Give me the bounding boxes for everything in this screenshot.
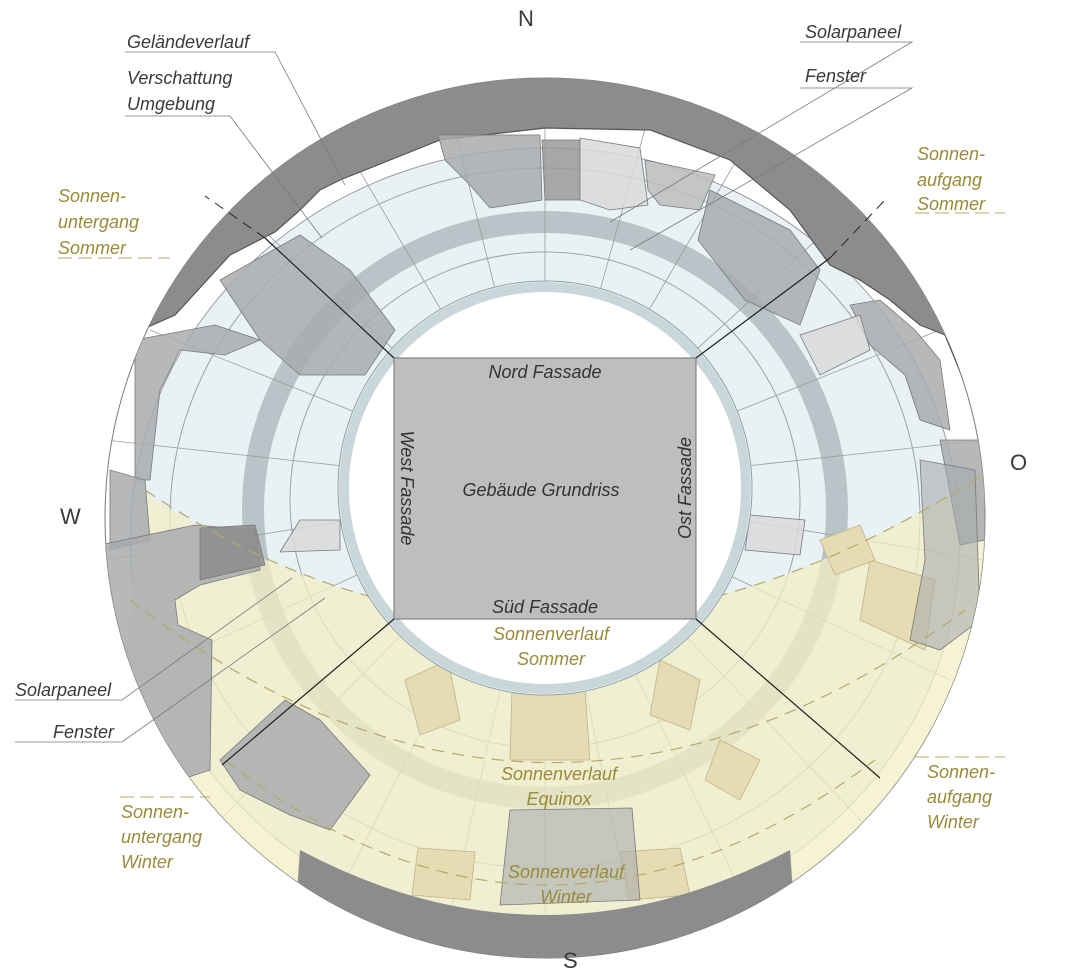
shading-label-line1: Verschattung [127, 68, 232, 88]
east-facade-label: Ost Fassade [675, 437, 695, 539]
solar-panel-label-left: Solarpaneel [15, 680, 112, 700]
compass-south: S [563, 948, 578, 973]
path-equinox-line2: Equinox [526, 789, 592, 809]
solar-panel-label-top: Solarpaneel [805, 22, 902, 42]
sunset-summer-line2: untergang [58, 212, 139, 232]
window-label-left: Fenster [53, 722, 115, 742]
sun-path-equinox [129, 599, 966, 764]
terrain-profile [105, 78, 985, 442]
sunset-winter-line3: Winter [121, 852, 174, 872]
sunrise-summer-line2: aufgang [917, 170, 982, 190]
sunset-summer-line1: Sonnen- [58, 186, 126, 206]
path-winter-line1: Sonnenverlauf [508, 862, 626, 882]
building-footprint [393, 357, 697, 620]
sunset-winter-line2: untergang [121, 827, 202, 847]
sunrise-winter-line1: Sonnen- [927, 762, 995, 782]
compass-east: O [1010, 450, 1027, 475]
sunrise-summer-line3: Sommer [917, 194, 986, 214]
orientation-lines [221, 237, 881, 779]
shading-label-line2: Umgebung [127, 94, 215, 114]
sunrise-summer-line1: Sonnen- [917, 144, 985, 164]
path-summer-line2: Sommer [517, 649, 586, 669]
compass-west: W [60, 504, 81, 529]
inner-ring-band [339, 282, 751, 694]
path-equinox-line1: Sonnenverlauf [501, 764, 619, 784]
sun-label-underlines [58, 212, 1005, 798]
sunrise-winter-line2: aufgang [927, 787, 992, 807]
south-facade-label: Süd Fassade [492, 597, 598, 617]
window-blocks [404, 524, 936, 901]
sunset-summer-line3: Sommer [58, 238, 127, 258]
compass-north: N [518, 6, 534, 31]
building-title: Gebäude Grundriss [462, 480, 619, 500]
sun-path-winter [224, 759, 876, 886]
sunset-winter-line1: Sonnen- [121, 802, 189, 822]
leader-lines [15, 41, 914, 743]
window-label-top: Fenster [805, 66, 867, 86]
path-winter-line2: Winter [540, 887, 593, 907]
path-summer-line1: Sonnenverlauf [493, 624, 611, 644]
sunrise-sunset-lines [204, 195, 886, 259]
west-facade-label: West Fassade [397, 431, 417, 546]
sunrise-winter-line3: Winter [927, 812, 980, 832]
north-facade-label: Nord Fassade [488, 362, 601, 382]
terrain-label: Geländeverlauf [127, 32, 251, 52]
